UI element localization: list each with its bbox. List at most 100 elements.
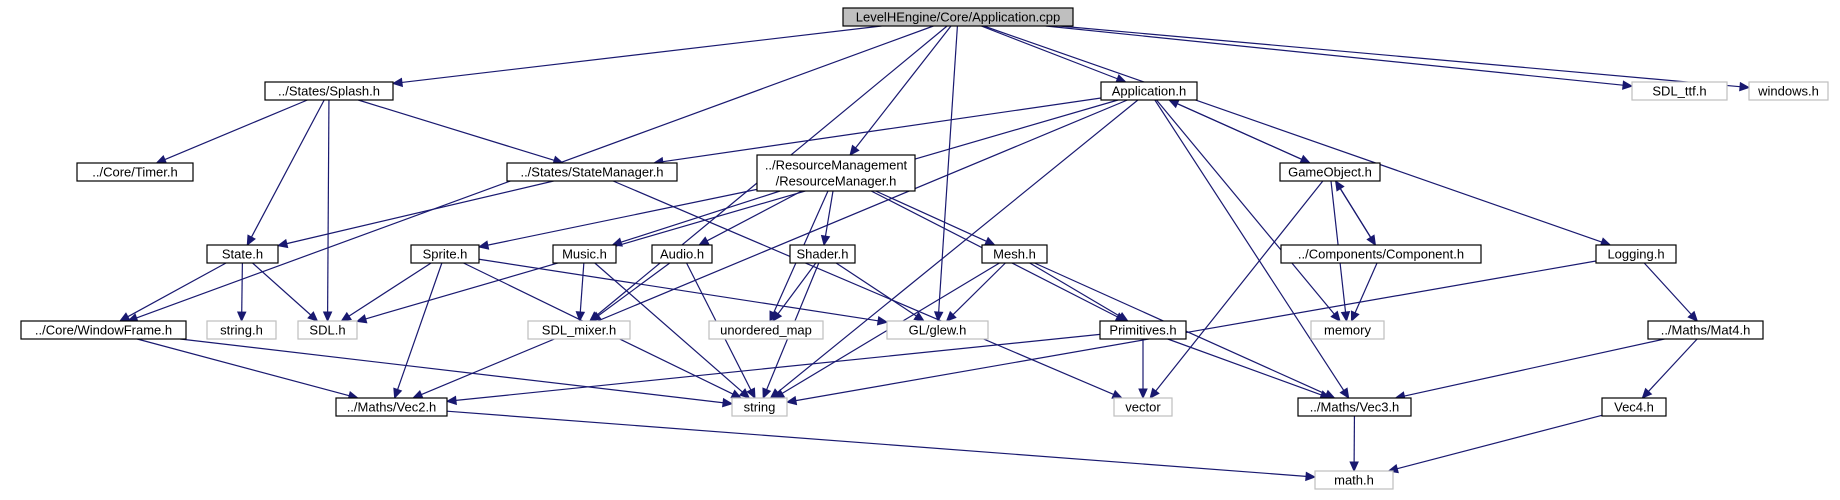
edge-arrowhead <box>155 154 168 164</box>
node-box <box>335 397 448 417</box>
node-windowframe[interactable]: ../Core/WindowFrame.h <box>20 320 187 340</box>
edge-line <box>855 25 952 149</box>
edge-sprite-to-vec2 <box>393 262 443 400</box>
node-state[interactable]: State.h <box>206 244 279 264</box>
edge-statemanager-to-vector <box>612 180 1124 399</box>
edge-windowframe-to-vec2 <box>137 338 360 401</box>
node-mesh[interactable]: Mesh.h <box>981 244 1048 264</box>
node-label: string.h <box>220 323 263 338</box>
edge-vec2-to-math <box>446 410 1317 482</box>
edge-app_cpp-to-windows <box>1058 25 1751 92</box>
node-box <box>756 154 916 192</box>
edge-line <box>620 190 781 243</box>
node-label: Primitives.h <box>1109 323 1176 338</box>
edge-music-to-sdl_mixer <box>575 262 586 323</box>
edge-line <box>1029 262 1121 317</box>
node-box <box>297 320 358 340</box>
node-label: Application.h <box>1112 84 1186 99</box>
edge-arrowhead <box>1111 389 1124 399</box>
edge-component-to-memory <box>1350 262 1378 323</box>
node-label: ../ResourceManagement <box>765 158 908 173</box>
node-vec2[interactable]: ../Maths/Vec2.h <box>335 397 448 417</box>
node-box <box>1279 162 1381 182</box>
node-box <box>731 397 788 417</box>
node-sdl-mixer: SDL_mixer.h <box>527 320 631 340</box>
node-label: Audio.h <box>660 247 704 262</box>
node-label: Mesh.h <box>993 247 1036 262</box>
node-label: SDL_ttf.h <box>1652 84 1706 99</box>
edge-line <box>365 99 1119 320</box>
edge-line <box>421 99 1128 396</box>
edge-arrowhead <box>118 312 131 322</box>
edge-app_cpp-to-sdl_ttf <box>1045 25 1634 90</box>
node-audio[interactable]: Audio.h <box>651 244 713 264</box>
edge-mat4-to-vec4 <box>1641 338 1698 399</box>
node-label: State.h <box>222 247 263 262</box>
edge-state-to-string_h <box>236 262 247 323</box>
edge-arrowhead <box>849 144 860 156</box>
edge-line <box>1167 338 1322 396</box>
edge-line <box>795 260 1597 402</box>
edge-line <box>1339 188 1376 246</box>
node-box <box>1631 81 1728 101</box>
edge-line <box>662 97 1102 163</box>
node-label: ../Maths/Mat4.h <box>1661 323 1751 338</box>
edge-arrowhead <box>945 310 957 322</box>
edge-resourcemanager-to-mesh <box>875 190 996 246</box>
node-vec4[interactable]: Vec4.h <box>1601 397 1667 417</box>
edge-line <box>1155 180 1324 392</box>
node-label: SDL.h <box>309 323 345 338</box>
node-primitives[interactable]: Primitives.h <box>1099 320 1187 340</box>
edge-app_cpp-to-splash <box>391 25 882 88</box>
edge-line <box>397 262 443 390</box>
node-logging[interactable]: Logging.h <box>1595 244 1677 264</box>
node-statemanager[interactable]: ../States/StateManager.h <box>506 162 678 182</box>
edge-line <box>1648 338 1698 392</box>
edge-line <box>824 190 834 237</box>
edge-line <box>983 25 1602 243</box>
edge-line <box>598 262 671 317</box>
edge-gameobject-to-vector <box>1149 180 1324 399</box>
edge-splash-to-timer <box>155 99 308 164</box>
node-component[interactable]: ../Components/Component.h <box>1280 244 1482 264</box>
node-resourcemanager[interactable]: ../ResourceManagement/ResourceManager.h <box>756 154 916 192</box>
node-math: math.h <box>1314 470 1394 490</box>
edge-arrowhead <box>820 234 831 247</box>
edge-gameobject-to-application_h <box>1167 99 1311 164</box>
node-sdl-h: SDL.h <box>297 320 358 340</box>
edge-line <box>252 262 312 316</box>
edge-arrowhead <box>246 234 256 247</box>
edge-arrowhead <box>1305 471 1317 482</box>
node-app-cpp[interactable]: LevelHEngine/Core/Application.cpp <box>842 7 1074 27</box>
node-vec3[interactable]: ../Maths/Vec3.h <box>1297 397 1412 417</box>
node-sprite[interactable]: Sprite.h <box>410 244 480 264</box>
node-splash[interactable]: ../States/Splash.h <box>264 81 394 101</box>
node-label: SDL_mixer.h <box>542 323 616 338</box>
edge-shader-to-glew <box>835 262 925 322</box>
edge-line <box>1177 103 1311 164</box>
node-shader[interactable]: Shader.h <box>789 244 856 264</box>
edge-application_h-to-sdl_h <box>355 99 1119 324</box>
node-vector: vector <box>1113 397 1173 417</box>
edge-arrowhead <box>236 311 247 323</box>
node-music[interactable]: Music.h <box>552 244 617 264</box>
node-application-h[interactable]: Application.h <box>1100 81 1198 101</box>
node-label: ../Maths/Vec2.h <box>347 400 437 415</box>
node-label: windows.h <box>1757 84 1819 99</box>
node-gameobject[interactable]: GameObject.h <box>1279 162 1381 182</box>
edge-line <box>478 258 879 322</box>
node-unordered-map: unordered_map <box>708 320 824 340</box>
edge-resourcemanager-to-music <box>611 190 781 247</box>
node-mat4[interactable]: ../Maths/Mat4.h <box>1647 320 1764 340</box>
edge-arrowhead <box>575 311 586 323</box>
edge-mesh-to-glew <box>945 262 1006 322</box>
edge-line <box>777 99 1139 393</box>
node-timer[interactable]: ../Core/Timer.h <box>76 162 194 182</box>
node-box <box>206 244 279 264</box>
edge-arrowhead <box>876 316 889 326</box>
node-box <box>410 244 480 264</box>
node-box <box>1647 320 1764 340</box>
edge-line <box>358 99 555 161</box>
edge-arrowhead <box>762 387 772 400</box>
edge-line <box>1397 414 1603 470</box>
